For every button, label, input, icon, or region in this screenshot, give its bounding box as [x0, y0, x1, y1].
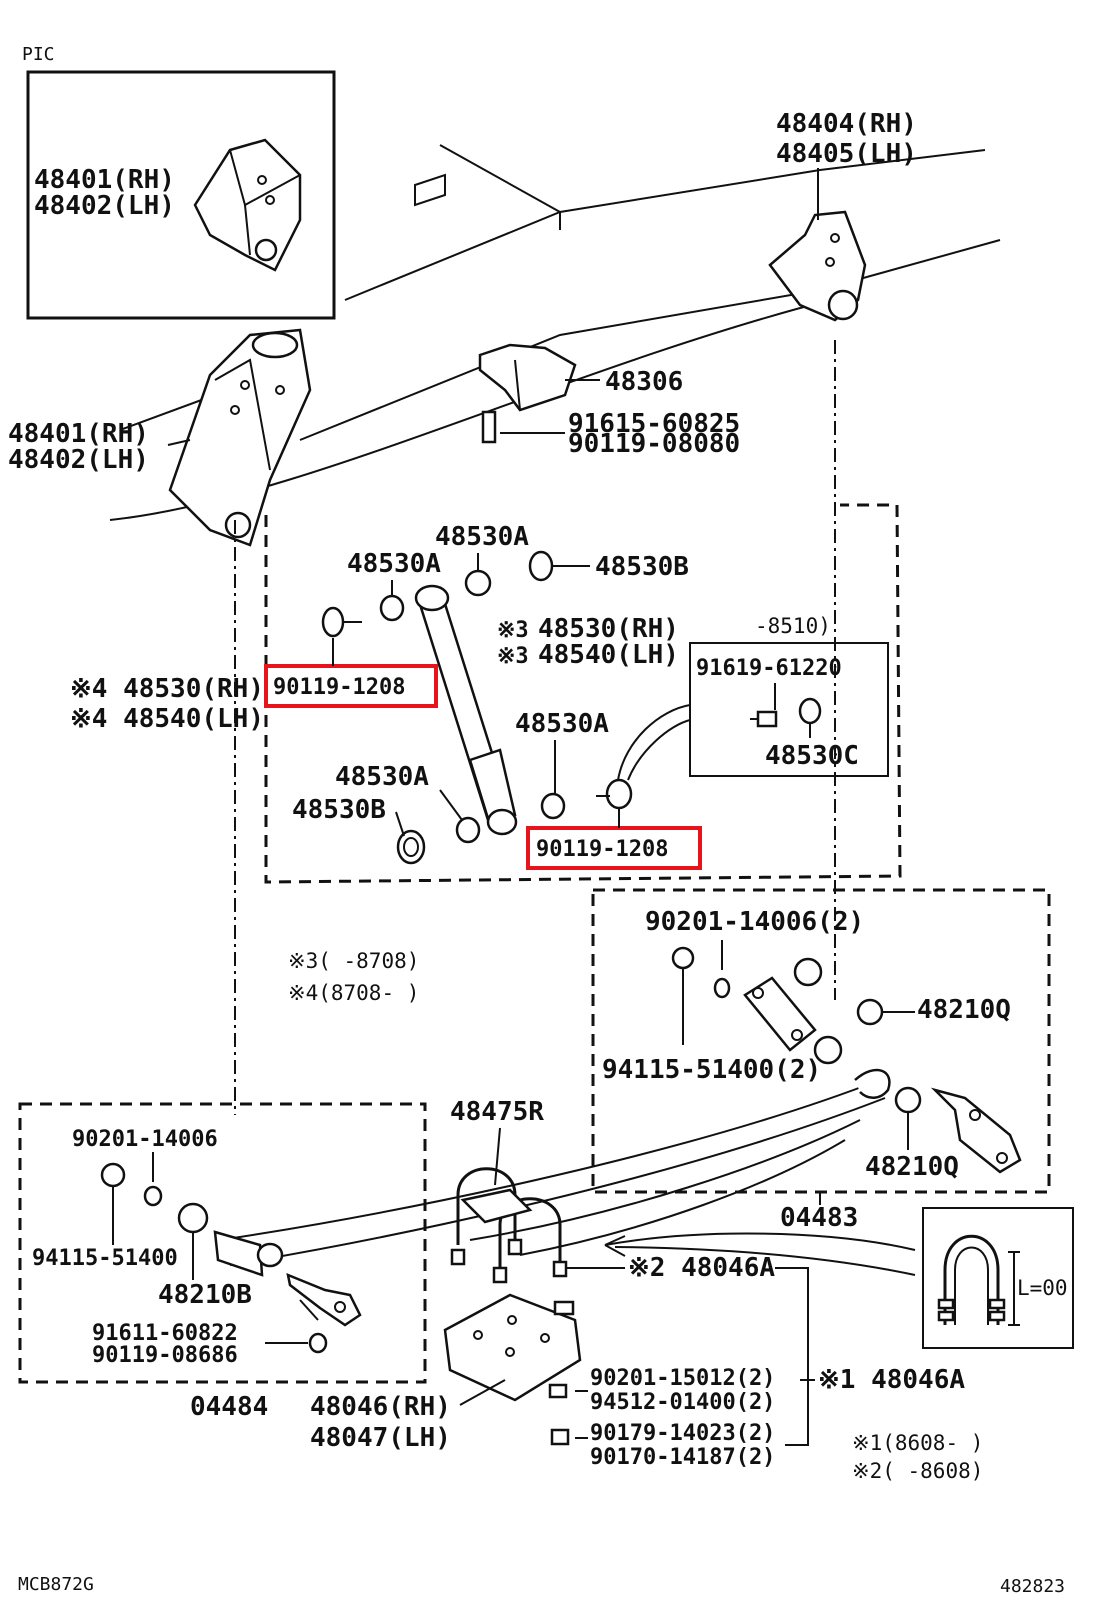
u-bolt-icon: [450, 1167, 568, 1284]
label-48540-lh: 48540(LH): [538, 640, 679, 670]
diagram-code-top: PIC: [22, 44, 55, 65]
inset-frame: [26, 70, 336, 320]
label-note4-48540: ※4 48540(LH): [70, 704, 264, 734]
label-ubolt-length: L=00: [1017, 1276, 1068, 1300]
ubolt-detail-icon: [937, 1234, 1020, 1326]
note-1-date: ※1(8608- ): [852, 1431, 983, 1455]
label-48530B-lower: 48530B: [292, 795, 386, 825]
label-48402-inset: 48402(LH): [34, 191, 175, 221]
diagram-code-left: MCB872G: [18, 1574, 94, 1595]
label-48530A-left: 48530A: [347, 549, 441, 579]
label-48401: 48401(RH): [8, 419, 149, 449]
highlighted-part-90119-1208-right[interactable]: 90119-1208: [536, 837, 668, 862]
label-90119-08686: 90119-08686: [92, 1343, 238, 1368]
fastener-icons: [548, 1383, 570, 1446]
arrow-curve: [604, 1232, 916, 1251]
front-eye-group: [18, 1102, 427, 1384]
label-90201-15012: 90201-15012(2): [590, 1366, 775, 1391]
label-91615-60825: 91615-60825: [568, 409, 740, 439]
label-48046A-note2: ※2 48046A: [628, 1253, 775, 1283]
highlight-box-2: [526, 826, 702, 870]
note-2-date: ※2( -8608): [852, 1459, 983, 1483]
label-90201-14006-2: 90201-14006(2): [645, 907, 864, 937]
label-90119-08080: 90119-08080: [568, 429, 740, 459]
label-48530B-top: 48530B: [595, 552, 689, 582]
label-48530A-lower: 48530A: [335, 762, 429, 792]
label-48402: 48402(LH): [8, 445, 149, 475]
label-48306: 48306: [605, 367, 683, 397]
detail-box-48530C: [689, 642, 889, 777]
note-3-marker-b: ※3: [497, 644, 529, 669]
note-3-marker-a: ※3: [497, 618, 529, 643]
label-91619-61220: 91619-61220: [696, 656, 842, 681]
label-48530C: 48530C: [765, 741, 859, 771]
bumper-48306-icon: [478, 343, 577, 444]
label-48405: 48405(LH): [776, 139, 917, 169]
label-48530A-top: 48530A: [435, 522, 529, 552]
label-48210B: 48210B: [158, 1280, 252, 1310]
spring-seat-icon: [443, 1293, 582, 1402]
label-48046A-note1: ※1 48046A: [818, 1365, 965, 1395]
label-91611-60822: 91611-60822: [92, 1321, 238, 1346]
rear-hanger-bracket-icon: [768, 210, 867, 322]
rear-shackle-parts-icon: [671, 946, 1022, 1174]
ubolt-detail-box: [922, 1207, 1074, 1349]
label-48210Q-lower: 48210Q: [865, 1152, 959, 1182]
label-48530-rh: 48530(RH): [538, 614, 679, 644]
diagram-code-right: 482823: [1000, 1576, 1065, 1597]
spring-bracket-inset-icon: [193, 138, 302, 272]
label-48404: 48404(RH): [776, 109, 917, 139]
leaf-spring-icon: [213, 1068, 891, 1277]
label-90170-14187: 90170-14187(2): [590, 1445, 775, 1470]
label-48210Q-upper: 48210Q: [917, 995, 1011, 1025]
label-48530A-mid: 48530A: [515, 709, 609, 739]
label-94115-51400: 94115-51400: [32, 1246, 178, 1271]
label-90201-14006: 90201-14006: [72, 1127, 218, 1152]
label-8510: -8510): [755, 614, 831, 638]
highlight-box-1: [264, 664, 438, 708]
note-3-date: ※3( -8708): [288, 949, 419, 973]
label-04483: 04483: [780, 1203, 858, 1233]
highlighted-part-90119-1208-left[interactable]: 90119-1208: [273, 675, 405, 700]
label-48047-lh: 48047(LH): [310, 1423, 451, 1453]
label-94115-51400-2: 94115-51400(2): [602, 1055, 821, 1085]
shock-group-boundary: [264, 503, 902, 884]
label-90179-14023: 90179-14023(2): [590, 1421, 775, 1446]
note-4-date: ※4(8708- ): [288, 981, 419, 1005]
front-spring-bracket-icon: [168, 328, 312, 547]
label-04484: 04484: [190, 1392, 268, 1422]
shock-absorber-icon: [414, 584, 518, 836]
label-note4-48530: ※4 48530(RH): [70, 674, 264, 704]
label-48475R: 48475R: [450, 1097, 544, 1127]
detail-bolt-icon: [750, 697, 822, 728]
front-eye-parts-icon: [100, 1162, 362, 1354]
label-94512-01400: 94512-01400(2): [590, 1390, 775, 1415]
label-48046-rh: 48046(RH): [310, 1392, 451, 1422]
label-48401-inset: 48401(RH): [34, 165, 175, 195]
